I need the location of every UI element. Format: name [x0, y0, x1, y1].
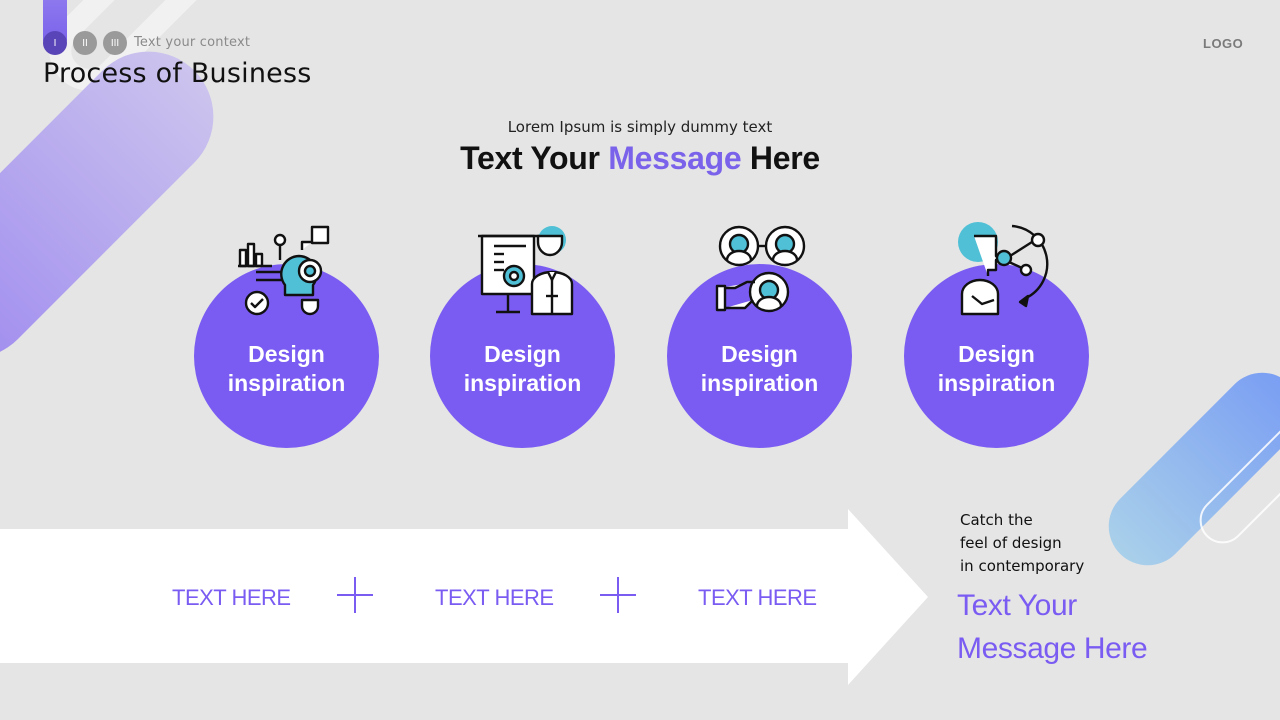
page-title: Process of Business [43, 58, 312, 89]
step-indicator-2[interactable]: II [73, 31, 97, 55]
plus-icon [600, 577, 636, 613]
subtitle: Lorem Ipsum is simply dummy text [507, 118, 773, 136]
idea-gear-icon [232, 220, 342, 320]
process-step-2: TEXT HERE [435, 585, 554, 610]
process-step-3: TEXT HERE [698, 585, 817, 610]
step-indicator-3[interactable]: III [103, 31, 127, 55]
plus-icon [337, 577, 373, 613]
headline-part: Text Your [460, 140, 609, 176]
side-headline: Text Your Message Here [957, 589, 1148, 665]
process-step-1: TEXT HERE [172, 585, 291, 610]
logo: LOGO [1203, 36, 1244, 51]
headline-part: Here [741, 140, 820, 176]
side-caption: Catch the feel of design in contemporary [960, 511, 1085, 575]
context-text: Text your context [134, 35, 251, 50]
thinking-network-icon [952, 220, 1062, 320]
card-label: Design inspiration [937, 341, 1056, 396]
process-arrow [0, 509, 928, 685]
card-label: Design inspiration [227, 341, 346, 396]
headline-accent: Message [608, 140, 742, 176]
headline: Text Your Message Here [0, 140, 1280, 177]
process-card-3[interactable]: Design inspiration [667, 264, 852, 448]
step-indicator-1[interactable]: I [43, 31, 67, 55]
card-label: Design inspiration [700, 341, 819, 396]
team-handshake-icon [713, 220, 823, 320]
presentation-person-icon [470, 220, 580, 320]
card-label: Design inspiration [463, 341, 582, 396]
